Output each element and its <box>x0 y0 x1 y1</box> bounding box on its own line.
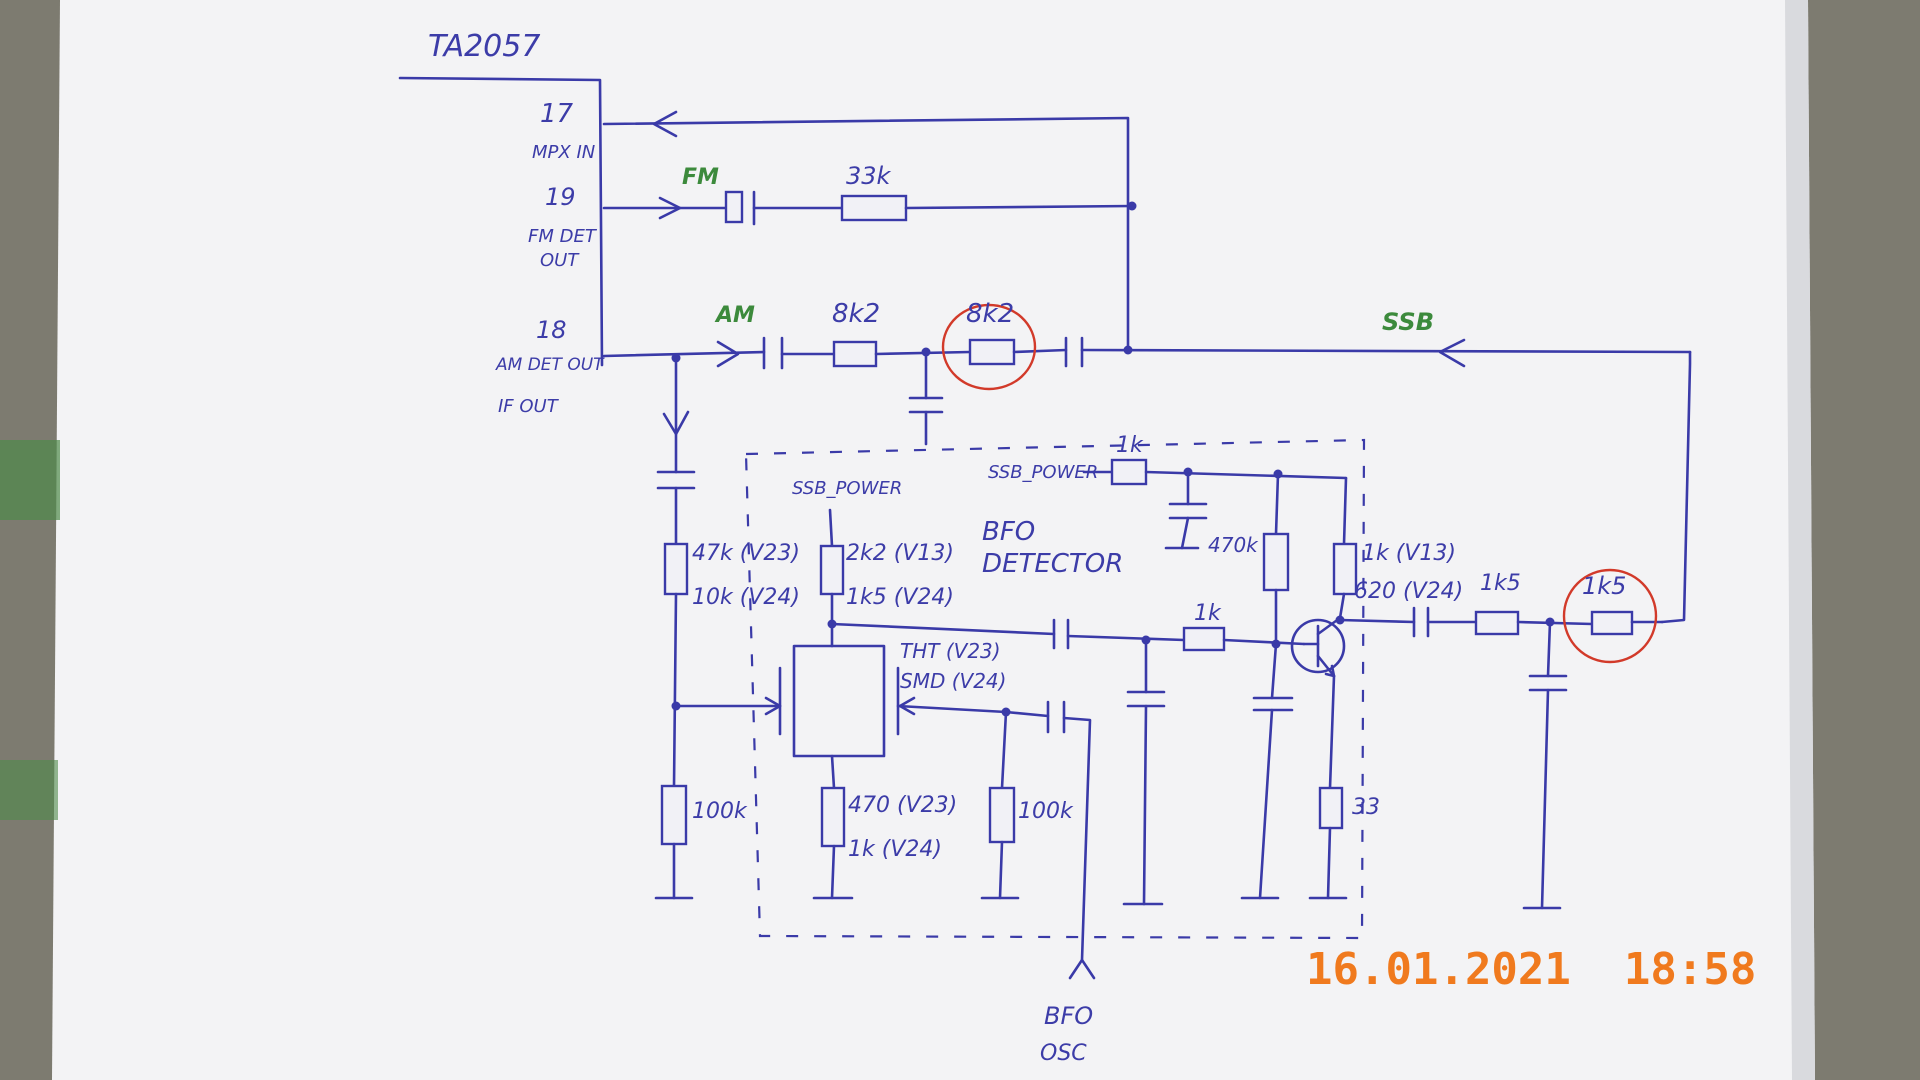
pin18-name: AM DET OUT <box>495 355 605 375</box>
output-chain: 1k5 1k5 <box>1338 568 1664 910</box>
pin19-name-2: OUT <box>540 250 580 271</box>
r-1k-mid-value: 1k <box>1194 601 1222 626</box>
r-output-1k5-b <box>1590 610 1634 636</box>
ssb-power-right: SSB_POWER 1k 470k 1k (V13) 620 (V24) <box>988 433 1463 646</box>
pin19-name: FM DET <box>528 226 598 247</box>
r-bfo-100k <box>988 786 1016 844</box>
pin-labels: 17 MPX IN 19 FM DET OUT 18 AM DET OUT IF… <box>495 99 605 417</box>
highlight-r-output-1k5 <box>1562 568 1658 664</box>
pin17-name: MPX IN <box>532 142 595 163</box>
r-ssb-power-1k <box>1110 458 1148 486</box>
bfo-osc-label-2: OSC <box>1040 1041 1087 1066</box>
highlight-r-am-8k2 <box>941 303 1037 391</box>
r-bias-470k <box>1262 532 1290 592</box>
r-drain-value-2: 1k5 (V24) <box>846 585 954 610</box>
ssb-power-right-label: SSB_POWER <box>988 462 1098 483</box>
bfo-detector-boundary <box>744 438 1366 940</box>
r-ssb-power-value: 1k <box>1116 433 1144 458</box>
r-source-470 <box>820 786 846 848</box>
r-am-8k2-a <box>832 340 878 368</box>
mpx-feedback-wire <box>602 110 1130 354</box>
block-title-detector: DETECTOR <box>982 549 1123 579</box>
ssb-power-left-label: SSB_POWER <box>792 478 902 499</box>
fet-label-2: SMD (V24) <box>900 669 1006 693</box>
r-collector-value-1: 1k (V13) <box>1362 541 1456 566</box>
r-input-value-2: 10k (V24) <box>692 585 800 610</box>
fm-capacitor <box>724 190 744 224</box>
r-collector <box>1332 542 1358 596</box>
r-gate-100k <box>660 784 688 846</box>
r-output-1k5-b-value: 1k5 <box>1582 572 1626 600</box>
ssb-return: SSB <box>1382 308 1692 624</box>
fm-branch: FM 33k <box>602 162 1137 226</box>
paper-sheet <box>52 0 1815 1080</box>
dual-fet: THT (V23) SMD (V24) 470 (V23) 1k (V24) <box>674 639 1008 900</box>
green-patch <box>0 440 60 520</box>
am-branch: AM 8k2 8k2 <box>602 299 1692 446</box>
pin17-number: 17 <box>540 99 574 129</box>
r-input-47k <box>663 542 689 596</box>
bfo-osc-label: BFO <box>1044 1002 1093 1030</box>
bfo-osc-input: 100k BFO OSC <box>988 700 1096 1066</box>
detector-input: 47k (V23) 10k (V24) 100k <box>656 356 800 900</box>
pin18-name-2: IF OUT <box>498 396 560 417</box>
r-drain-2k2 <box>819 544 845 596</box>
block-title-bfo: BFO <box>982 517 1035 547</box>
r-am-8k2-b <box>968 338 1016 366</box>
r-fm-value: 33k <box>846 162 892 190</box>
npn-transistor: 33 <box>1290 615 1380 900</box>
r-am-value-1: 8k2 <box>832 299 880 329</box>
fm-label: FM <box>682 165 719 190</box>
pin18-number: 18 <box>536 316 567 344</box>
pin19-number: 19 <box>545 183 576 211</box>
am-label: AM <box>714 303 755 328</box>
r-output-1k5-a <box>1474 610 1520 636</box>
ssb-label: SSB <box>1382 308 1434 336</box>
r-gate-100k-value: 100k <box>692 799 748 824</box>
green-patch-2 <box>0 760 58 820</box>
r-source-value-1: 470 (V23) <box>848 793 957 818</box>
r-emitter-33-value: 33 <box>1352 795 1380 820</box>
r-fm-33k <box>840 194 908 222</box>
r-source-value-2: 1k (V24) <box>848 837 942 862</box>
r-input-value-1: 47k (V23) <box>692 541 800 566</box>
paper-edge-shadow <box>1785 0 1815 1080</box>
r-1k-mid <box>1182 626 1226 652</box>
r-collector-value-2: 620 (V24) <box>1354 579 1463 604</box>
timestamp: 16.01.2021 18:58 <box>1306 944 1756 995</box>
chip-block: TA2057 <box>398 29 604 367</box>
drain-coupling: 1k <box>830 601 1306 906</box>
r-bfo-100k-value: 100k <box>1018 799 1074 824</box>
fet-label-1: THT (V23) <box>900 639 1001 663</box>
r-drain-value-1: 2k2 (V13) <box>846 541 954 566</box>
chip-name: TA2057 <box>428 29 540 64</box>
r-emitter-33 <box>1318 786 1344 830</box>
r-output-1k5-a-value: 1k5 <box>1480 571 1521 596</box>
r-am-value-2: 8k2 <box>966 299 1014 329</box>
r-bias-470k-value: 470k <box>1208 533 1259 557</box>
